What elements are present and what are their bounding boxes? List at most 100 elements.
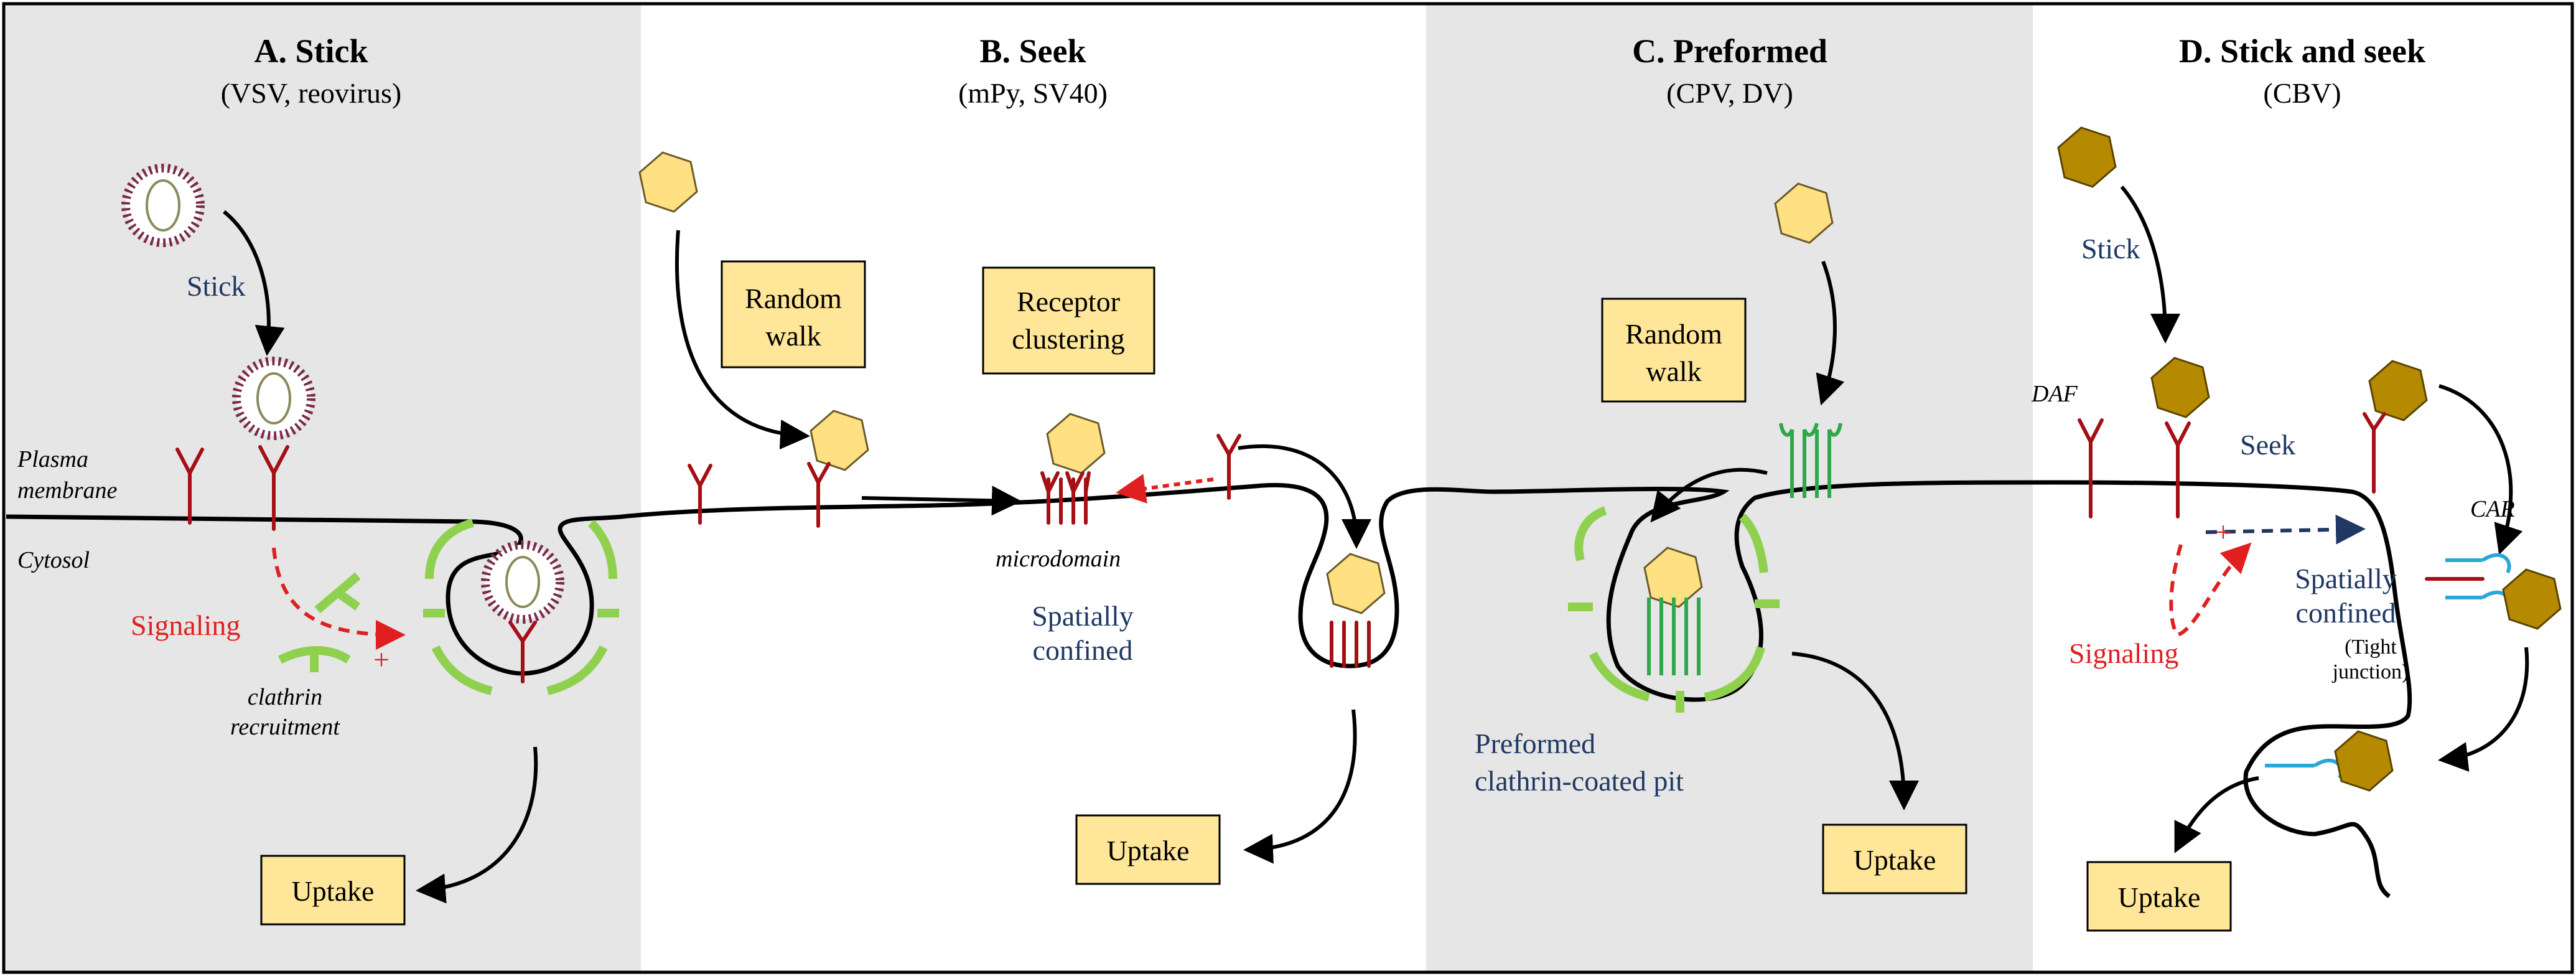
receptor-icon xyxy=(258,445,289,531)
random-walk-box xyxy=(721,260,866,368)
panel-d-title: D. Stick and seek xyxy=(2179,32,2425,70)
receptor-icon xyxy=(508,621,537,683)
receptor-cluster-icon xyxy=(1330,621,1371,668)
tight-junction-label-2: junction) xyxy=(2332,660,2409,683)
receptor-clustering-box xyxy=(982,266,1155,375)
random-walk-arrow xyxy=(1816,260,1845,406)
spatially-confined-label-2: confined xyxy=(1033,634,1133,666)
plus-sign: + xyxy=(373,644,390,675)
plus-sign: + xyxy=(2215,516,2231,548)
preformed-pit-label-1: Preformed xyxy=(1475,728,1595,759)
receptor-clustering-label-1: Receptor xyxy=(1017,286,1120,317)
random-walk-label-2: walk xyxy=(765,320,821,352)
receptor-cluster-icon xyxy=(1647,598,1701,675)
virus-icon xyxy=(2368,360,2428,421)
uptake-label: Uptake xyxy=(292,875,375,907)
panel-c: Random walk Preformed clathrin-coated pi… xyxy=(1475,182,1967,894)
panel-c-background xyxy=(1426,4,2033,972)
receptor-icon xyxy=(807,462,831,528)
receptor-diffusion-arrow xyxy=(1116,474,1214,504)
panel-c-title: C. Preformed xyxy=(1632,32,1827,70)
virus-icon xyxy=(1046,413,1106,474)
virus-icon xyxy=(638,151,698,213)
signaling-arrow xyxy=(2169,542,2252,637)
uptake-label: Uptake xyxy=(1107,835,1190,866)
car-receptor-icon xyxy=(2445,590,2511,611)
spatially-confined-label-2: confined xyxy=(2296,597,2396,629)
random-walk-label-2: walk xyxy=(1646,355,1701,387)
virus-icon xyxy=(2150,357,2210,418)
uptake-arrow xyxy=(1791,652,1919,810)
tight-junction-label-1: (Tight xyxy=(2345,636,2397,659)
panel-titles: A. Stick (VSV, reovirus) B. Seek (mPy, S… xyxy=(221,32,2425,109)
virus-icon xyxy=(232,357,315,440)
daf-receptor-icon xyxy=(2078,418,2104,518)
panel-c-subtitle: (CPV, DV) xyxy=(1666,77,1793,109)
clathrin-coat xyxy=(1568,506,1780,713)
clathrin-fragment xyxy=(278,646,351,672)
plasma-membrane-label-2: membrane xyxy=(17,477,118,504)
to-pit-arrow xyxy=(1650,467,1768,523)
invagination-arrow xyxy=(1238,444,1371,549)
virus-icon xyxy=(2057,126,2117,188)
stick-arrow xyxy=(2120,185,2180,344)
uptake-box xyxy=(1822,824,1967,894)
clathrin-fragment xyxy=(314,572,361,614)
spatially-confined-label-1: Spatially xyxy=(2295,563,2397,594)
plasma-membrane xyxy=(6,480,2412,898)
uptake-box xyxy=(2086,861,2232,932)
virus-icon xyxy=(1774,182,1834,244)
stick-label: Stick xyxy=(187,270,246,302)
panel-b-title: B. Seek xyxy=(979,32,1086,70)
signaling-label: Signaling xyxy=(2069,637,2178,669)
random-walk-arrow xyxy=(674,230,810,450)
panel-a-background xyxy=(4,4,641,972)
panel-d: Stick DAF Seek + Signaling CAR Spatially… xyxy=(2031,126,2562,932)
spatially-confined-label-1: Spatially xyxy=(1032,600,1134,632)
clathrin-coat xyxy=(423,518,619,695)
virus-icon xyxy=(1643,547,1703,608)
stick-label: Stick xyxy=(2081,233,2140,265)
uptake-label: Uptake xyxy=(2118,881,2201,913)
panel-d-subtitle: (CBV) xyxy=(2263,77,2341,109)
receptor-cluster-icon xyxy=(1040,471,1091,525)
panel-b: Random walk Receptor clustering microdom… xyxy=(638,151,1386,885)
seek-arrow xyxy=(2205,514,2366,545)
seek-label: Seek xyxy=(2240,429,2295,461)
uptake-arrow xyxy=(2174,776,2259,853)
virus-icon xyxy=(481,540,564,624)
car-receptor-icon xyxy=(2265,758,2343,779)
random-walk-label-1: Random xyxy=(1625,318,1722,350)
signaling-label: Signaling xyxy=(131,609,240,641)
panel-a-subtitle: (VSV, reovirus) xyxy=(221,77,401,109)
signaling-arrow xyxy=(272,547,406,650)
virus-icon xyxy=(2502,568,2562,630)
panel-a-title: A. Stick xyxy=(254,32,368,70)
receptor-icon xyxy=(1216,434,1241,500)
car-receptor-icon xyxy=(2445,553,2511,574)
seek-arrow xyxy=(861,486,1022,516)
virus-icon xyxy=(2334,730,2394,792)
clathrin-label-1: clathrin xyxy=(248,684,322,710)
random-walk-box xyxy=(1601,298,1747,403)
uptake-label: Uptake xyxy=(1854,844,1936,876)
receptor-icon xyxy=(688,464,712,525)
stick-arrow xyxy=(223,210,285,356)
daf-receptor-icon xyxy=(2165,421,2191,518)
uptake-box xyxy=(1075,814,1221,885)
uptake-arrow xyxy=(416,746,538,904)
virus-icon xyxy=(121,164,205,247)
virus-icon xyxy=(1326,553,1386,614)
clathrin-label-2: recruitment xyxy=(230,714,340,740)
panel-a: Stick Signaling + clathrin recruitment xyxy=(121,164,619,926)
plasma-membrane-label-1: Plasma xyxy=(17,446,88,472)
virus-icon xyxy=(810,410,869,471)
receptor-icon xyxy=(175,448,204,525)
uptake-box xyxy=(260,855,406,926)
uptake-arrow xyxy=(1243,709,1357,864)
random-walk-label-1: Random xyxy=(745,283,842,314)
to-vesicle-arrow xyxy=(2438,647,2529,772)
daf-label: DAF xyxy=(2031,381,2078,407)
